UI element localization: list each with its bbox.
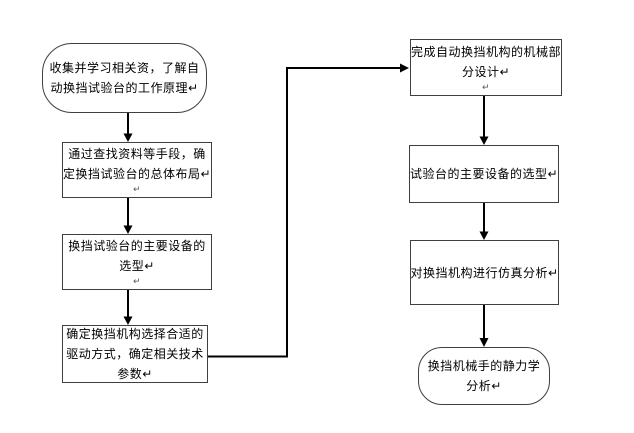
node-text-line: 分析↵ xyxy=(466,379,502,393)
node-text-line: 试验台的主要设备的选型↵ xyxy=(409,167,559,181)
connector-layout-to-selection xyxy=(123,198,133,234)
node-text-line: 确定换挡机构选择合适的 xyxy=(66,327,204,341)
connector-equipment-to-simulation xyxy=(479,203,489,240)
paragraph-return-mark: ↵ xyxy=(481,82,491,93)
node-text-line: 收集并学习相关资，了解自 xyxy=(49,61,200,75)
node-text-line: 参数↵ xyxy=(117,367,153,381)
flow-node-collect-info: 收集并学习相关资，了解自 动换挡试验台的工作原理↵ xyxy=(42,43,207,113)
connector-mechanical-to-equipment xyxy=(479,96,489,145)
node-text-line: 定换挡试验台的总体布局↵ xyxy=(62,167,212,181)
flow-node-drive-mode-parameters: 确定换挡机构选择合适的 驱动方式，确定相关技术 参数↵ xyxy=(62,325,208,383)
flow-node-mechanical-design: 完成自动换挡机构的机械部 分设计↵ ↵ xyxy=(410,39,562,96)
flow-node-statics-analysis: 换挡机械手的静力学 分析↵ xyxy=(418,347,550,405)
node-text-line: 完成自动换挡机构的机械部 xyxy=(411,44,562,59)
node-text-line: 选型↵ xyxy=(119,259,155,273)
flow-node-overall-layout: 通过查找资料等手段，确 定换挡试验台的总体布局↵ ↵ xyxy=(62,142,212,198)
flow-node-simulation-analysis: 对换挡机构进行仿真分析↵ xyxy=(410,240,559,305)
connector-collect-to-layout xyxy=(123,113,133,142)
connector-selection-to-drive xyxy=(123,290,133,325)
node-text-line: 驱动方式，确定相关技术 xyxy=(66,347,204,361)
node-text-line: 换挡试验台的主要设备的 xyxy=(68,239,206,253)
node-text-line: 分设计↵ xyxy=(461,64,511,79)
flow-node-equipment-selection-right: 试验台的主要设备的选型↵ xyxy=(409,145,559,203)
connector-drive-to-mechanical xyxy=(208,63,409,358)
paragraph-return-mark: ↵ xyxy=(132,277,142,287)
flow-node-equipment-selection-left: 换挡试验台的主要设备的 选型↵ ↵ xyxy=(62,234,212,290)
node-text-line: 通过查找资料等手段，确 xyxy=(68,147,206,161)
node-text-line: 动换挡试验台的工作原理↵ xyxy=(50,81,199,95)
connector-simulation-to-statics xyxy=(479,305,489,347)
paragraph-return-mark: ↵ xyxy=(132,185,142,195)
node-text-line: 换挡机械手的静力学 xyxy=(427,359,541,373)
node-text-line: 对换挡机构进行仿真分析↵ xyxy=(410,265,559,280)
